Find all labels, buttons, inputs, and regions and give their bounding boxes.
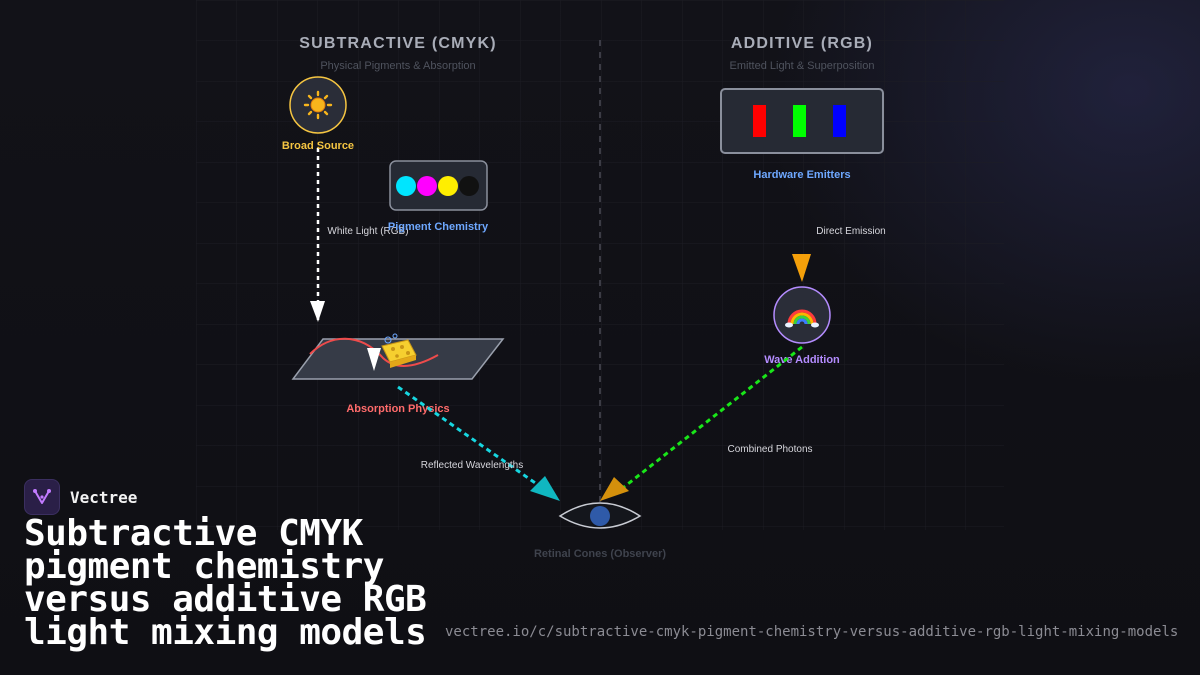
emitter-green — [793, 105, 806, 137]
right-panel-title: ADDITIVE (RGB) — [731, 35, 873, 52]
absorption-arrow-head — [367, 348, 381, 371]
pigment-chemistry-node — [389, 160, 488, 211]
pigment-cyan-dot — [396, 176, 416, 196]
source-url[interactable]: vectree.io/c/subtractive-cmyk-pigment-ch… — [445, 624, 1179, 640]
eye-icon — [558, 502, 642, 529]
emitter-red — [753, 105, 766, 137]
reflected-wavelengths-label: Reflected Wavelengths — [421, 460, 523, 471]
hardware-emitters-node — [720, 88, 884, 154]
reflected-wavelengths-arrow-head — [530, 476, 560, 501]
pigment-chemistry-label: Pigment Chemistry — [388, 221, 489, 233]
observer-label: Retinal Cones (Observer) — [534, 548, 666, 560]
absorption-physics-label: Absorption Physics — [346, 403, 449, 415]
direct-emission-label: Direct Emission — [816, 226, 885, 237]
combined-photons-arrow-line — [623, 345, 803, 489]
broad-source-label: Broad Source — [282, 140, 354, 152]
sun-icon — [303, 90, 333, 120]
right-panel-subtitle: Emitted Light & Superposition — [730, 60, 875, 72]
left-panel-subtitle: Physical Pigments & Absorption — [320, 60, 475, 72]
combined-photons-arrow-head — [600, 477, 629, 501]
reflected-wavelengths-arrow-line — [397, 385, 542, 489]
wave-addition-label: Wave Addition — [764, 354, 840, 366]
brand: Vectree — [24, 479, 137, 515]
vectree-logo-icon — [24, 479, 60, 515]
hardware-emitters-label: Hardware Emitters — [753, 169, 850, 181]
absorption-surface-node — [291, 333, 505, 380]
sponge-icon — [381, 333, 417, 368]
pigment-yellow-dot — [438, 176, 458, 196]
rainbow-icon — [785, 309, 819, 328]
direct-emission-arrow-head — [792, 254, 811, 282]
wave-addition-node — [773, 286, 831, 344]
pigment-key-dot — [459, 176, 479, 196]
white-light-arrow-head — [310, 301, 325, 322]
pigment-magenta-dot — [417, 176, 437, 196]
brand-name: Vectree — [70, 487, 138, 507]
broad-source-node — [289, 76, 347, 134]
page-title: Subtractive CMYK pigment chemistry versu… — [24, 513, 427, 653]
emitter-blue — [833, 105, 846, 137]
left-panel-title: SUBTRACTIVE (CMYK) — [299, 35, 497, 52]
white-light-label: White Light (RGB) — [327, 226, 408, 237]
combined-photons-label: Combined Photons — [727, 444, 812, 455]
